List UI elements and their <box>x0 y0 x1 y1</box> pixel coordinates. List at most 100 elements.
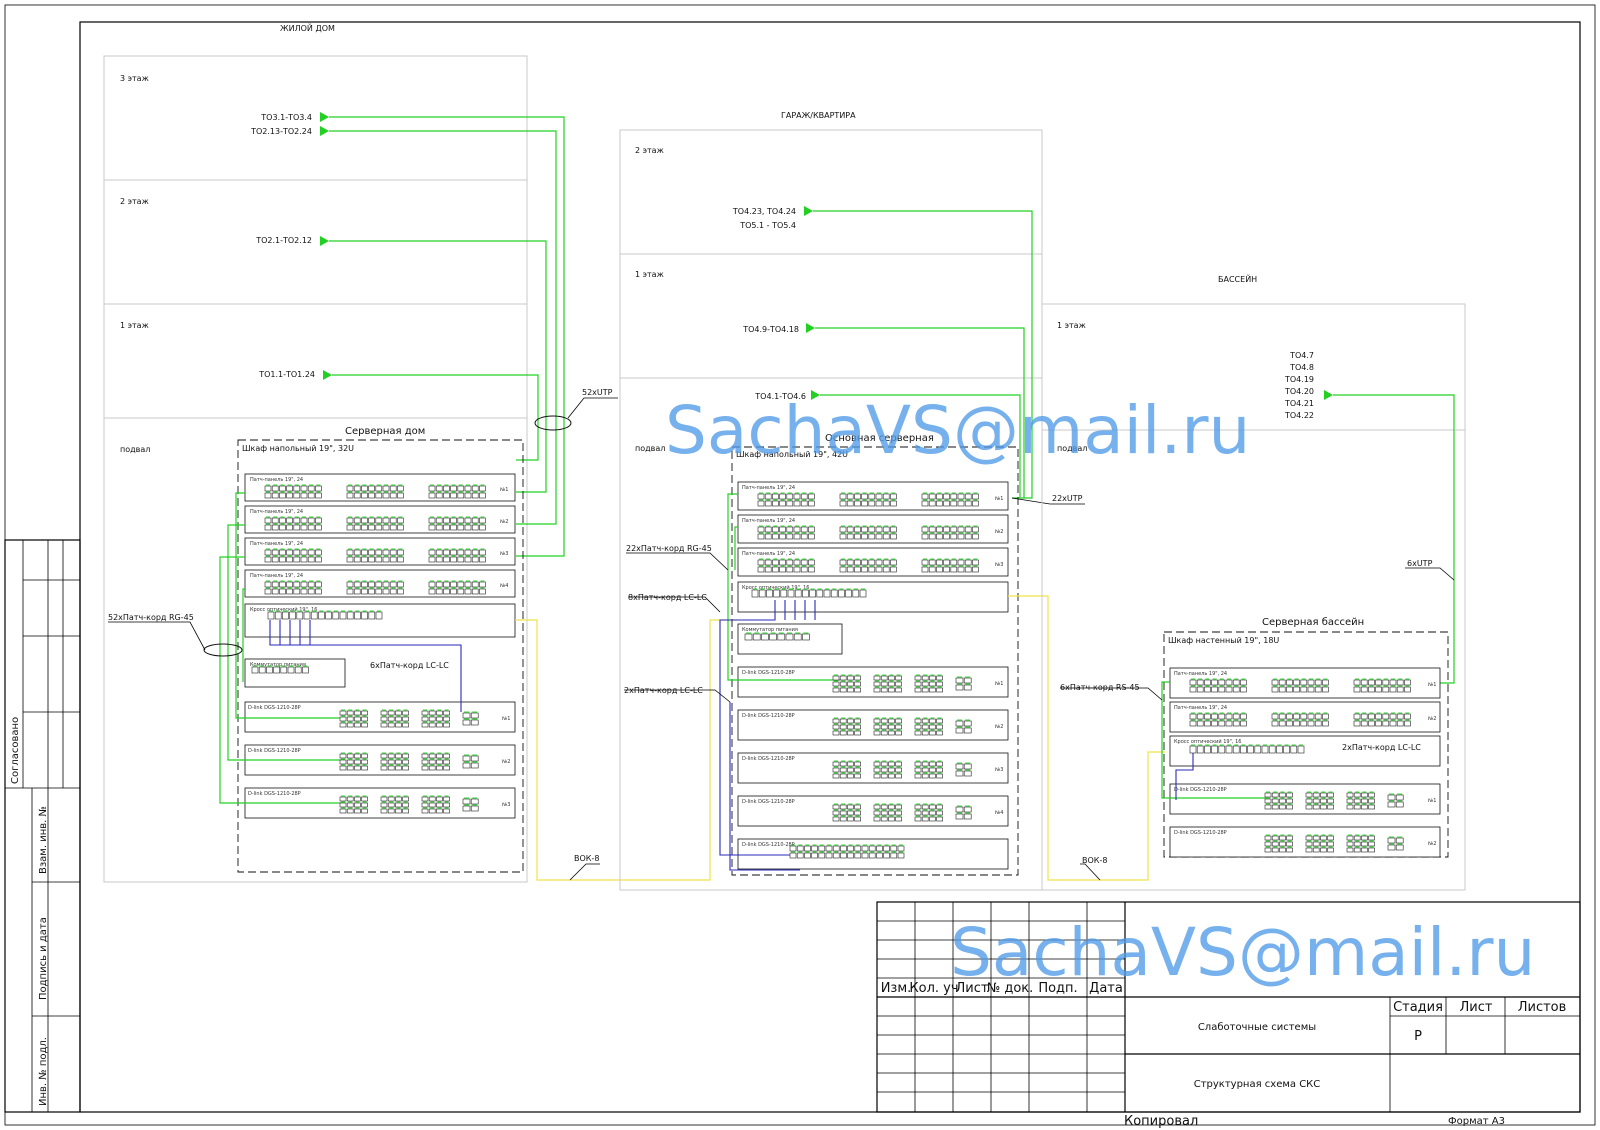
house-fiber: ВОК-8 <box>574 854 599 863</box>
port-led <box>875 674 879 676</box>
rj45-port <box>479 492 486 499</box>
rj45-port <box>890 526 897 533</box>
rj45-port <box>346 492 354 499</box>
rj45-port <box>921 559 929 566</box>
rj45-port <box>773 589 780 598</box>
port-led <box>423 752 427 754</box>
rj45-port <box>421 722 429 728</box>
rj45-port <box>888 730 895 736</box>
rj45-port <box>1346 804 1354 810</box>
port-led <box>396 801 401 803</box>
rj45-port <box>1382 713 1390 720</box>
port-led <box>398 516 403 518</box>
port-led <box>965 805 971 807</box>
port-led <box>766 532 771 534</box>
port-led <box>355 764 360 766</box>
port-led <box>855 766 860 768</box>
rj45-port <box>395 716 402 722</box>
port-led <box>437 709 442 711</box>
rj45-port <box>1297 745 1305 754</box>
optical-cross: Кросс оптический 19", 16 <box>244 603 516 638</box>
rj45-port <box>852 589 860 598</box>
port-led <box>458 580 463 582</box>
port-led <box>957 719 962 721</box>
watermark: SachaVS@mail.ru <box>665 392 1250 469</box>
port-led <box>1307 834 1311 836</box>
port-led <box>863 851 867 853</box>
port-led <box>848 803 853 805</box>
rj45-port <box>1293 686 1300 693</box>
rj45-port <box>1240 679 1247 686</box>
port-led <box>863 844 867 846</box>
port-led <box>796 588 801 590</box>
rj45-port <box>280 666 288 674</box>
rj45-port <box>382 556 390 563</box>
port-led <box>273 523 278 525</box>
rj45-port <box>875 500 883 507</box>
rj45-port <box>780 589 788 598</box>
port-led <box>841 844 846 846</box>
port-led <box>396 752 401 754</box>
rj45-port <box>1279 847 1286 853</box>
port-led <box>294 548 299 550</box>
rj45-port <box>861 500 868 507</box>
rj45-port <box>389 556 397 563</box>
port-led <box>834 809 838 811</box>
port-led <box>384 580 388 582</box>
port-led <box>444 764 449 766</box>
port-led <box>834 680 838 682</box>
rj45-port <box>307 588 315 595</box>
house-server-title: Серверная дом <box>345 426 425 437</box>
rj45-port <box>957 493 965 500</box>
rj45-port <box>868 566 876 573</box>
port-led <box>266 484 270 486</box>
port-led <box>846 588 851 590</box>
rj45-port <box>1225 713 1233 720</box>
port-led <box>1314 840 1319 842</box>
svg-text:№2: №2 <box>1428 716 1436 722</box>
port-led <box>430 523 434 525</box>
rj45-port <box>1368 679 1375 686</box>
port-led <box>362 715 367 717</box>
port-led <box>294 555 299 557</box>
rj45-port <box>779 533 786 540</box>
port-led <box>1355 803 1360 805</box>
house-basement-label: подвал <box>120 445 150 454</box>
rj45-port <box>838 589 845 598</box>
svg-text:№1: №1 <box>995 496 1003 502</box>
port-led <box>423 758 427 760</box>
rj45-port <box>928 493 936 500</box>
port-led <box>889 772 894 774</box>
port-led <box>377 610 381 612</box>
rj45-port <box>1196 713 1204 720</box>
svg-text:№2: №2 <box>500 519 508 525</box>
rj45-port <box>395 796 402 802</box>
rj45-port <box>873 681 881 687</box>
port-led <box>480 516 485 518</box>
port-led <box>1362 846 1367 848</box>
port-led <box>1405 678 1410 680</box>
svg-text:№1: №1 <box>1428 682 1436 688</box>
port-led <box>780 492 785 494</box>
rj45-port <box>464 485 472 492</box>
rj45-port <box>368 492 375 499</box>
rj45-port <box>443 802 450 808</box>
port-led <box>930 809 935 811</box>
port-led <box>841 729 846 731</box>
port-led <box>937 532 942 534</box>
rj45-port <box>479 524 486 531</box>
svg-text:Коммутатор питания: Коммутатор питания <box>742 627 798 633</box>
port-led <box>403 807 408 809</box>
port-led <box>937 674 942 676</box>
port-led <box>791 851 795 853</box>
port-led <box>930 766 935 768</box>
port-led <box>316 484 321 486</box>
rj45-port <box>1232 686 1240 693</box>
port-led <box>1369 840 1374 842</box>
rj45-port <box>861 566 868 573</box>
rj45-port <box>861 845 869 852</box>
rj45-port <box>1232 679 1240 686</box>
port-led <box>464 754 469 756</box>
rj45-port <box>353 581 361 588</box>
port-led <box>294 580 299 582</box>
